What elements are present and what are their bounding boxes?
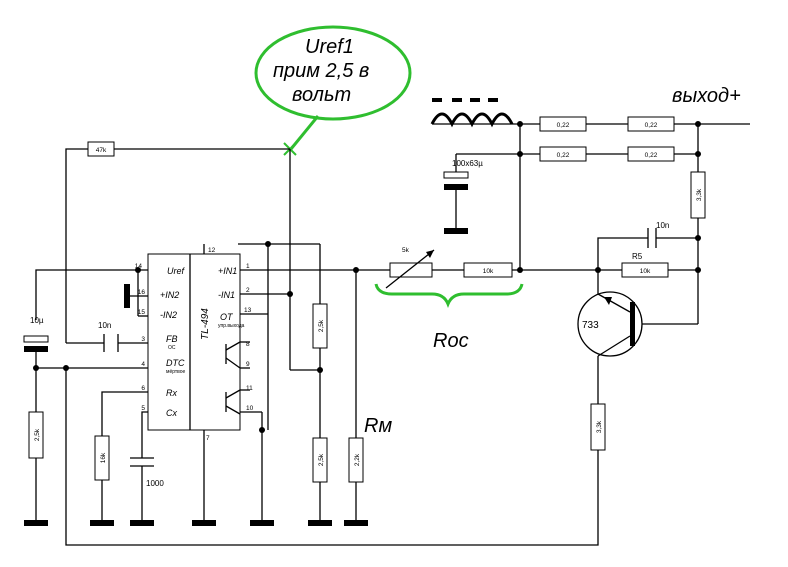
svg-text:R5: R5 xyxy=(632,252,643,261)
svg-text:733: 733 xyxy=(582,320,599,331)
svg-text:15: 15 xyxy=(138,309,146,316)
uref-callout: Uref1 прим 2,5 в вольт xyxy=(254,25,412,150)
svg-text:2,2k: 2,2k xyxy=(354,453,361,466)
pin-label-in1p: +IN1 xyxy=(218,266,237,276)
capacitor-10n-top: 10n xyxy=(647,221,669,248)
svg-text:16k: 16k xyxy=(100,452,107,463)
resistor-2-5k-mid-bottom: 2,5k xyxy=(312,437,328,483)
chip-name: TL-494 xyxy=(200,308,211,340)
capacitor-10u: 10µ xyxy=(23,316,49,352)
uref-line-2: прим 2,5 в xyxy=(273,60,369,82)
pin-label-dtc: DTC xyxy=(166,358,185,368)
svg-text:100x63µ: 100x63µ xyxy=(452,159,483,168)
resistor-2-2k: 2,2k xyxy=(348,437,364,483)
pin-label-uref: Uref xyxy=(167,266,186,276)
svg-text:16: 16 xyxy=(138,289,146,296)
pin-label-fb: FB xyxy=(166,334,178,344)
roc-brace xyxy=(374,283,524,309)
svg-text:5: 5 xyxy=(141,405,145,412)
pin-sub-fb: ОС xyxy=(168,345,176,351)
svg-text:5k: 5k xyxy=(402,247,410,254)
svg-text:7: 7 xyxy=(206,435,210,442)
svg-text:2,5k: 2,5k xyxy=(34,428,41,441)
uref-line-1: Uref1 xyxy=(305,36,354,58)
svg-text:0,22: 0,22 xyxy=(557,152,570,159)
resistor-022-1: 0,22 xyxy=(539,116,587,132)
pin-label-in2p: +IN2 xyxy=(160,290,179,300)
resistor-3-3k-bottom: 3,3k xyxy=(590,403,606,451)
resistor-2-5k-mid-top: 2,5k xyxy=(312,303,328,349)
capacitor-1000: 1000 xyxy=(130,457,164,488)
svg-text:3,3k: 3,3k xyxy=(596,420,603,433)
output-label: выход+ xyxy=(672,85,741,107)
svg-text:11: 11 xyxy=(246,385,253,392)
svg-text:0,22: 0,22 xyxy=(557,122,570,129)
svg-text:10: 10 xyxy=(246,405,254,412)
pin-label-cx: Cx xyxy=(166,408,177,418)
svg-text:2,5k: 2,5k xyxy=(318,453,325,466)
svg-text:9: 9 xyxy=(246,361,250,368)
resistor-022-3: 0,22 xyxy=(539,146,587,162)
svg-text:8: 8 xyxy=(246,341,250,348)
inductor-icon xyxy=(430,98,514,128)
svg-text:2,5k: 2,5k xyxy=(318,319,325,332)
potentiometer-5k: 5k xyxy=(385,247,435,289)
svg-text:10µ: 10µ xyxy=(30,316,44,325)
resistor-3-3k-top: 3,3k xyxy=(690,171,706,219)
resistor-47k: 47k xyxy=(87,141,115,157)
svg-text:12: 12 xyxy=(208,247,216,254)
pin-label-ot: OT xyxy=(220,312,234,322)
resistor-10k-feedback: 10k xyxy=(463,262,513,278)
roc-label: Roc xyxy=(433,330,469,352)
svg-text:6: 6 xyxy=(141,385,145,392)
svg-text:0,22: 0,22 xyxy=(645,152,658,159)
svg-text:2: 2 xyxy=(246,287,250,294)
transistor-733: 733 xyxy=(577,291,643,357)
wires xyxy=(35,123,750,546)
svg-text:1000: 1000 xyxy=(146,479,164,488)
svg-text:14: 14 xyxy=(135,263,143,270)
svg-text:10k: 10k xyxy=(640,268,651,275)
tl494-chip: TL-494 Uref +IN2 -IN2 FB ОС DTC мёртвое … xyxy=(135,247,254,442)
pin-sub-dtc: мёртвое xyxy=(166,369,186,375)
resistor-022-4: 0,22 xyxy=(627,146,675,162)
resistor-r5-10k: R5 10k xyxy=(621,252,669,278)
rm-label: Rм xyxy=(364,415,392,437)
resistor-022-2: 0,22 xyxy=(627,116,675,132)
ground-symbols xyxy=(24,228,468,526)
resistor-16k: 16k xyxy=(94,435,110,481)
svg-text:13: 13 xyxy=(244,307,252,314)
svg-text:4: 4 xyxy=(141,361,145,368)
svg-text:10n: 10n xyxy=(98,321,111,330)
pin-label-in2m: -IN2 xyxy=(160,310,177,320)
capacitor-100x63u: 100x63µ xyxy=(443,159,483,190)
output-transistors-icon xyxy=(225,341,241,415)
svg-text:1: 1 xyxy=(246,263,250,270)
pin-label-rx: Rx xyxy=(166,388,177,398)
junctions xyxy=(33,121,701,433)
svg-text:10k: 10k xyxy=(483,268,494,275)
svg-text:47k: 47k xyxy=(96,147,107,154)
capacitor-10n-left: 10n xyxy=(98,321,119,352)
svg-text:10n: 10n xyxy=(656,221,669,230)
svg-text:3,3k: 3,3k xyxy=(696,188,703,201)
svg-text:0,22: 0,22 xyxy=(645,122,658,129)
pin-sub-ot: упр.выхода xyxy=(218,323,245,329)
resistor-2-5k-left: 2,5k xyxy=(28,411,44,459)
pin-label-in1m: -IN1 xyxy=(218,290,235,300)
svg-text:3: 3 xyxy=(141,336,145,343)
uref-line-3: вольт xyxy=(292,84,351,106)
